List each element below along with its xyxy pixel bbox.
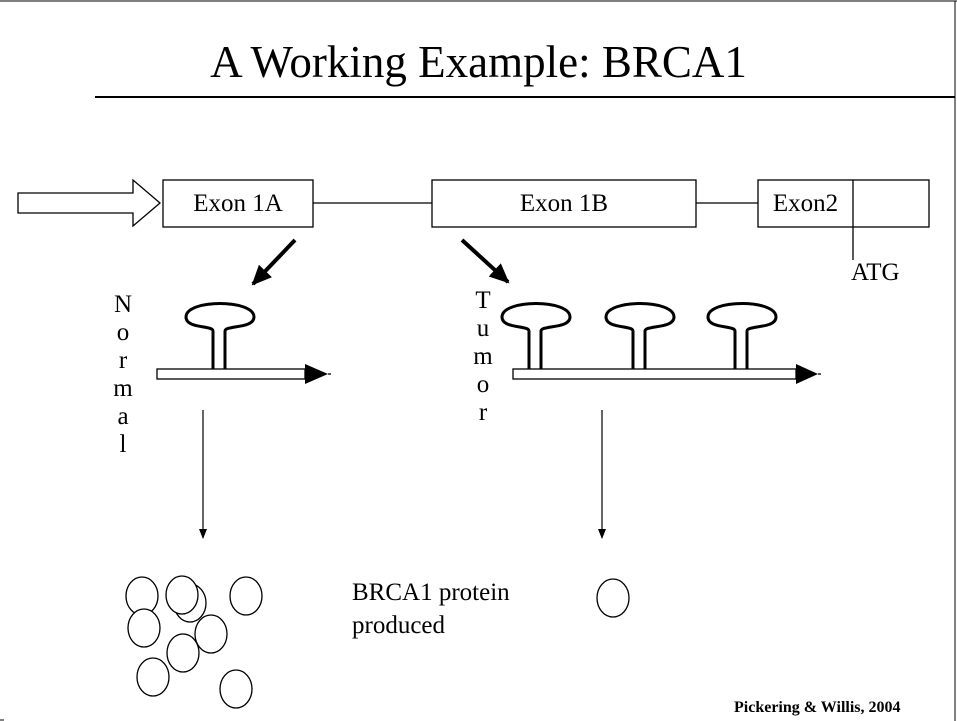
protein-caption: BRCA1 protein produced — [352, 579, 510, 639]
slide-title: A Working Example: BRCA1 — [210, 37, 747, 87]
exon-1b-to-tumor-arrow — [460, 238, 510, 284]
tumor-hairpin-group — [500, 302, 778, 369]
citation: Pickering & Willis, 2004 — [734, 699, 901, 716]
exon-1a-to-normal-arrow — [251, 238, 297, 286]
tumor-mrna-arrowhead — [796, 364, 818, 384]
normal-mrna-bar — [156, 368, 306, 380]
tumor-vertical-label: T u m o r — [473, 287, 493, 426]
tumor-protein-group — [596, 578, 630, 618]
normal-protein-4 — [127, 608, 161, 648]
normal-protein-3 — [229, 576, 263, 616]
normal-mrna-arrowhead — [305, 364, 328, 384]
normal-protein-9 — [165, 575, 199, 615]
normal-protein-group — [125, 575, 263, 709]
normal-protein-5 — [194, 614, 228, 654]
exon-1a-label: Exon 1A — [193, 190, 283, 217]
exon-2-label: Exon2 — [772, 190, 839, 217]
normal-hairpin-1 — [184, 302, 256, 369]
normal-protein-8 — [219, 669, 253, 709]
tumor-hairpin-1 — [500, 302, 572, 369]
normal-vertical-label: N o r m a l — [113, 291, 133, 458]
normal-hairpin-group — [184, 302, 256, 369]
exon-1b-box — [431, 179, 697, 228]
tumor-mrna-bar — [512, 368, 797, 380]
promoter-arrow — [17, 178, 162, 228]
atg-label: ATG — [851, 259, 900, 286]
normal-protein-6 — [166, 633, 200, 673]
tumor-hairpin-2 — [604, 302, 676, 369]
exon-1a-box — [162, 179, 314, 228]
exon-1b-label: Exon 1B — [519, 190, 609, 217]
tumor-protein-1 — [596, 578, 630, 618]
exon-2-box — [757, 179, 930, 228]
tumor-hairpin-3 — [706, 302, 778, 369]
normal-protein-7 — [136, 657, 170, 697]
